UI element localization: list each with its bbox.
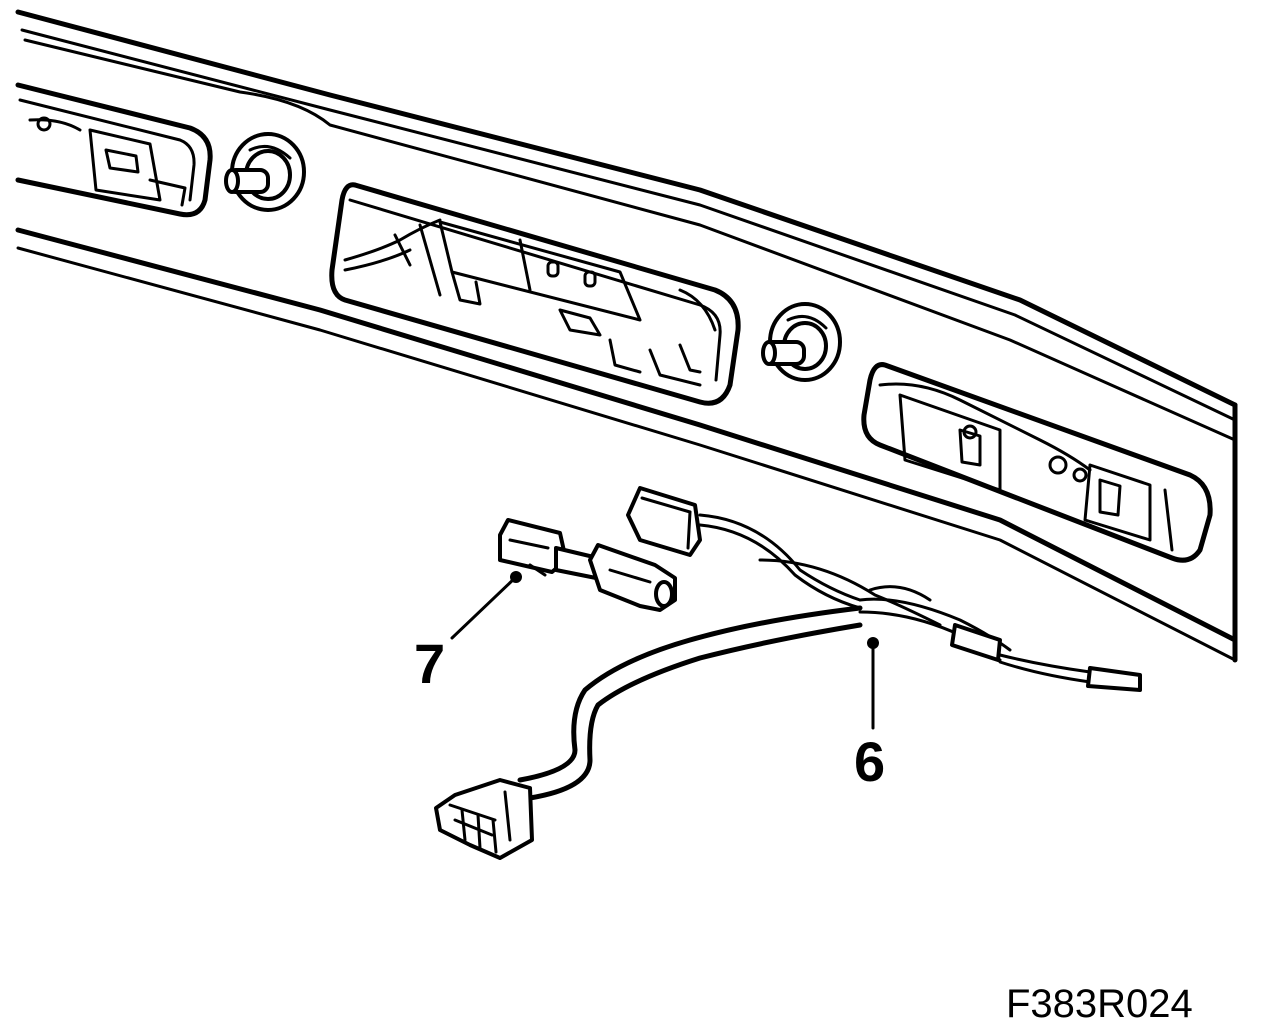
bolt-right — [761, 302, 842, 382]
lamp-recess-middle — [329, 182, 741, 406]
lamp-recess-left — [15, 82, 213, 218]
callout-label-7: 7 — [414, 632, 446, 695]
lamp-recess-right — [861, 362, 1213, 563]
figure-id: F383R024 — [1006, 982, 1193, 1026]
wiring-harness-part-6 — [434, 486, 1142, 860]
connector-part-7 — [498, 518, 677, 612]
light-bar — [15, 9, 1238, 663]
bolt-left — [224, 132, 306, 212]
leader-7 — [450, 571, 522, 640]
leader-6 — [867, 637, 879, 730]
callout-label-6: 6 — [854, 730, 886, 793]
